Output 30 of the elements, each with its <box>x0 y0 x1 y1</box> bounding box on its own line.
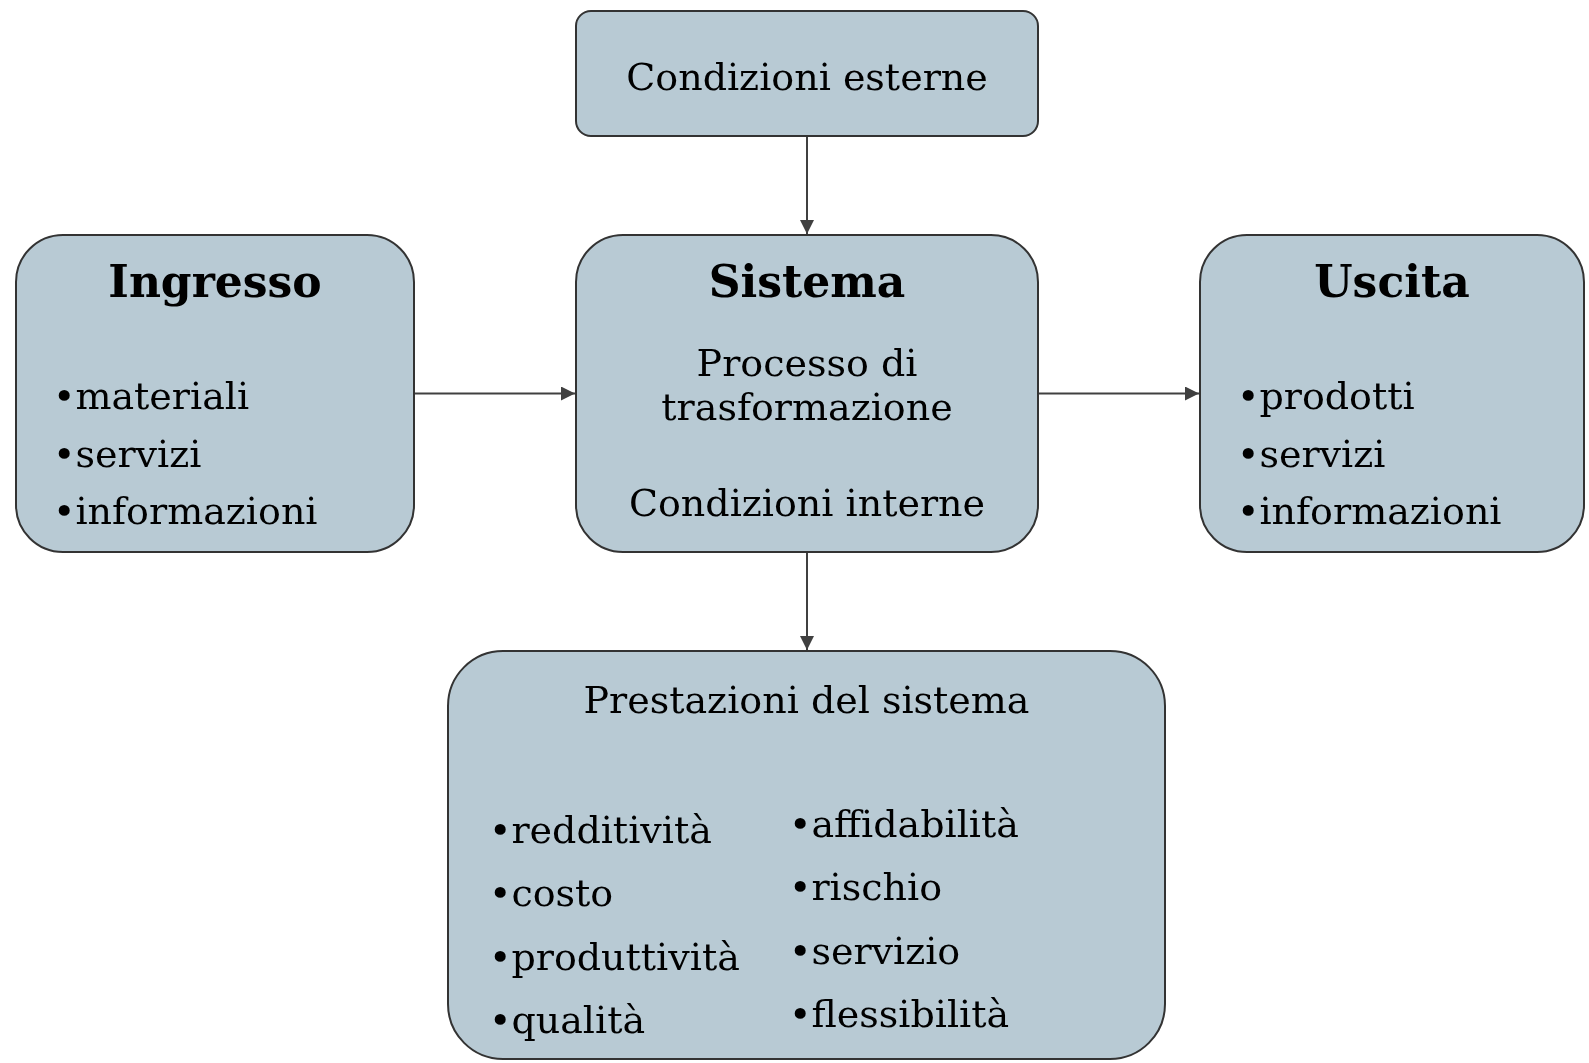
process-box <box>1199 234 1585 553</box>
process-box <box>575 234 1039 553</box>
list-item: •costo <box>489 872 614 916</box>
node-text: Prestazioni del sistema <box>582 679 1031 723</box>
node-text: Condizioni interne <box>627 482 987 526</box>
list-item: •servizi <box>53 433 202 477</box>
arrow <box>1038 386 1200 401</box>
process-box <box>447 650 1166 1060</box>
node-text: Condizioni esterne <box>625 56 989 100</box>
list-item: •servizio <box>789 930 961 974</box>
list-item: •prodotti <box>1237 375 1415 419</box>
list-item: •produttività <box>489 936 740 980</box>
list-item: •servizi <box>1237 433 1386 477</box>
node-heading: Uscita <box>1313 256 1471 308</box>
list-item: •qualità <box>489 999 646 1043</box>
list-item: •materiali <box>53 375 250 419</box>
node-text: Processo di trasformazione <box>660 342 954 430</box>
list-item: •affidabilità <box>789 803 1019 847</box>
node-heading: Sistema <box>707 256 907 308</box>
node-heading: Ingresso <box>107 256 323 308</box>
arrow <box>800 552 814 651</box>
arrow <box>800 136 814 235</box>
process-box <box>15 234 415 553</box>
list-item: •rischio <box>789 866 943 910</box>
process-box <box>575 10 1039 137</box>
list-item: •informazioni <box>53 490 318 534</box>
list-item: •informazioni <box>1237 490 1502 534</box>
list-item: •flessibilità <box>789 993 1010 1037</box>
arrow <box>414 386 576 401</box>
list-item: •redditività <box>489 809 712 853</box>
